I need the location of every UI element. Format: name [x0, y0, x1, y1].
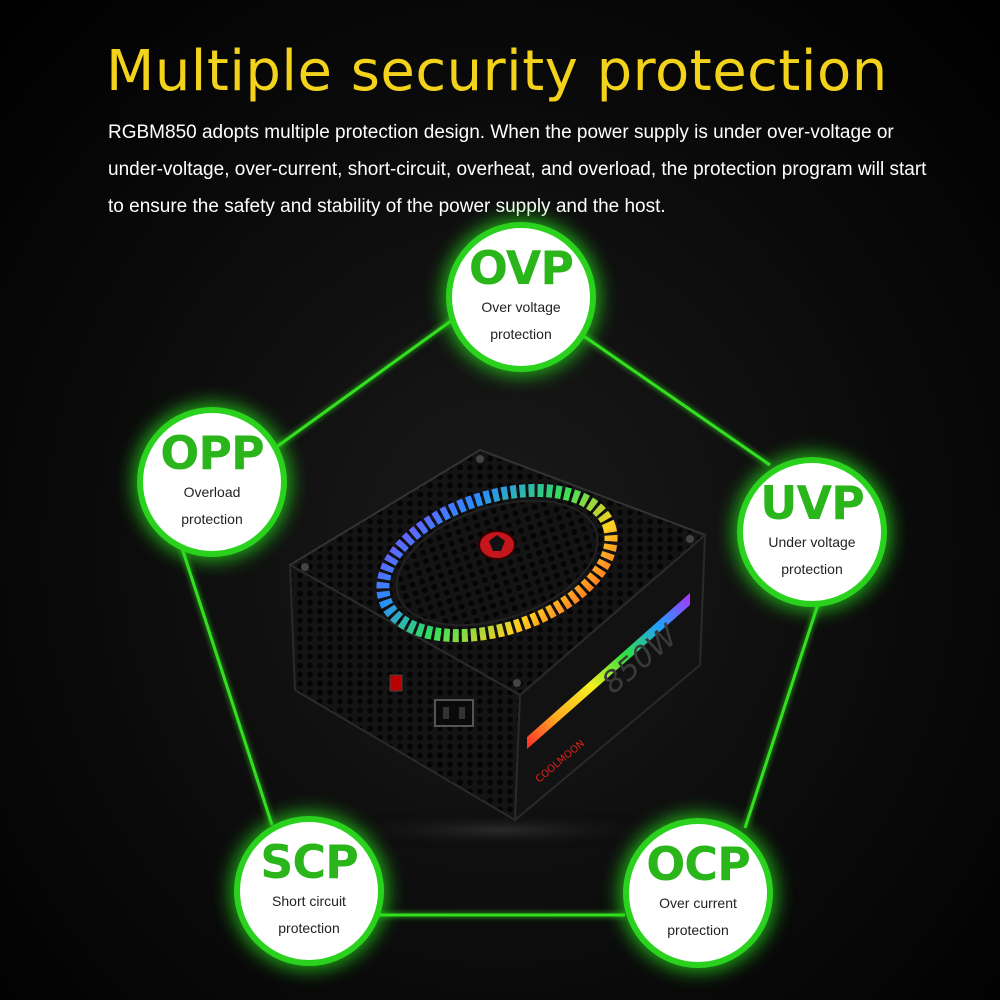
badge-ovp-line1: Over voltage — [481, 299, 561, 315]
line-opp-ovp — [274, 316, 456, 450]
badge-opp-abbr: OPP — [160, 426, 265, 480]
badge-ocp: OCP Over current protection — [623, 818, 773, 968]
line-scp-opp — [180, 547, 274, 826]
badge-scp-line1: Short circuit — [272, 893, 346, 909]
line-uvp-ocp — [743, 597, 822, 829]
fan-rgb-ring — [376, 483, 618, 643]
badge-uvp-line2: protection — [781, 561, 843, 577]
power-supply-image: 850W COOLMOON — [288, 448, 710, 852]
badge-ocp-abbr: OCP — [646, 837, 751, 891]
badge-ovp: OVP Over voltage protection — [446, 222, 596, 372]
badge-opp-line1: Overload — [183, 484, 241, 500]
badge-uvp-abbr: UVP — [760, 476, 865, 530]
badge-ocp-line2: protection — [667, 922, 729, 938]
badge-uvp-line1: Under voltage — [768, 534, 856, 550]
power-switch — [389, 674, 403, 692]
badge-scp: SCP Short circuit protection — [234, 816, 384, 966]
badge-ovp-abbr: OVP — [468, 241, 574, 295]
psu-shadow — [290, 808, 710, 852]
page-title: Multiple security protection — [106, 39, 888, 104]
badge-uvp: UVP Under voltage protection — [737, 457, 887, 607]
description: RGBM850 adopts multiple protection desig… — [108, 122, 927, 217]
badge-opp: OPP Overload protection — [137, 407, 287, 557]
badge-scp-abbr: SCP — [260, 835, 359, 889]
ac-socket — [434, 699, 474, 727]
badge-opp-line2: protection — [181, 511, 243, 527]
badge-ovp-line2: protection — [490, 326, 552, 342]
badge-scp-line2: protection — [278, 920, 340, 936]
line-ovp-uvp — [574, 328, 771, 467]
rgb-strip — [527, 593, 690, 749]
psu-front-face — [513, 532, 707, 823]
badge-ocp-line1: Over current — [659, 895, 737, 911]
